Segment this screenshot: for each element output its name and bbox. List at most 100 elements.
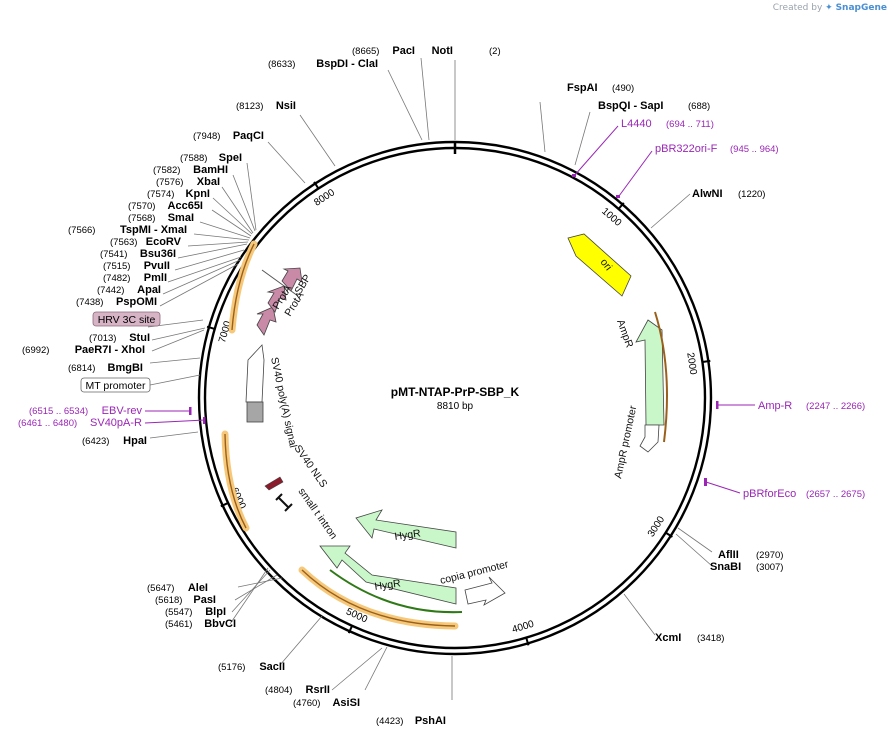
site-smai-pos: (7568) (128, 213, 155, 224)
tick-mark-7000 (206, 325, 216, 330)
prota-feature-2 (266, 285, 287, 313)
site-bmgbi-pos: (6814) (68, 363, 95, 374)
primer-pbrforeco-name: pBRforEco (743, 488, 796, 500)
primer-labels: L4440 (694 .. 711) pBR322ori-F (945 .. 9… (18, 118, 865, 500)
site-ecorv-pos: (7563) (110, 237, 137, 248)
site-fspai-name: FspAI (567, 82, 598, 94)
site-sacii-name: SacII (259, 661, 285, 673)
sv40-polya-signal-feature (245, 344, 265, 403)
site-xcmi-name: XcmI (655, 632, 681, 644)
hygr-orf-arrow (329, 569, 463, 614)
tick-mark-5000 (347, 625, 353, 634)
site-spei-pos: (7588) (180, 153, 207, 164)
primer-pbr322ori-f-range: (945 .. 964) (730, 144, 779, 155)
sbp-feature (281, 267, 303, 292)
primer-amp-r-name: Amp-R (758, 400, 792, 412)
ampr-label: AmpR (614, 318, 635, 350)
small-t-intron-label: small t intron (296, 486, 340, 542)
site-bspdi-clai-pos: (8633) (268, 59, 295, 70)
site-paci-name: PacI (392, 45, 415, 57)
site-pshai-name: PshAI (415, 715, 446, 727)
restriction-sites: NotI (2) FspAI (490) BspQI - SapI (688) … (22, 45, 783, 727)
pbr322ori-f-mark (616, 195, 620, 198)
site-asisi-name: AsiSI (332, 697, 360, 709)
ori-feature (567, 233, 632, 297)
snapgene-brand-name: SnapGene (835, 3, 887, 13)
tick-label-2000: 2000 (684, 352, 698, 376)
ampr-promoter-label: AmpR promoter (612, 404, 639, 479)
site-paqci-pos: (7948) (193, 131, 220, 142)
site-nsii-name: NsiI (276, 100, 296, 112)
hrv-3c-site-box (92, 311, 161, 327)
site-bspqi-sapi-pos: (688) (688, 101, 710, 112)
l4440-mark (572, 174, 576, 177)
site-xbai-name: XbaI (197, 176, 220, 188)
amp-r-mark (716, 401, 719, 409)
site-blpi-pos: (5547) (165, 607, 192, 618)
site-tspmi-xmai-pos: (7566) (68, 225, 95, 236)
site-hpai-pos: (6423) (82, 436, 109, 447)
boxed-feature-labels: HRV 3C site MT promoter (80, 311, 161, 393)
hygr-upper-label: HygR (394, 527, 422, 543)
site-fspai-pos: (490) (612, 83, 634, 94)
plasmid-backbone (197, 140, 713, 656)
pbr322ori-f-connector (618, 150, 653, 197)
primer-ebv-rev-range: (6515 .. 6534) (29, 406, 88, 417)
site-apai-pos: (7442) (97, 285, 124, 296)
pbrforeco-mark (704, 478, 707, 486)
primer-connectors (144, 125, 755, 494)
primer-marks (189, 174, 719, 486)
prota-feature-1 (256, 306, 277, 336)
site-stui-pos: (7013) (89, 333, 116, 344)
primer-l4440-range: (694 .. 711) (666, 119, 714, 130)
plasmid-length: 8810 bp (437, 401, 474, 412)
site-smai-name: SmaI (168, 212, 194, 224)
site-bsu36i-name: Bsu36I (140, 248, 176, 260)
site-pvuii-name: PvuII (144, 260, 170, 272)
site-paer7i-xhoi-name: PaeR7I - XhoI (75, 344, 145, 356)
mt-promoter-box (80, 377, 151, 393)
site-nsii-pos: (8123) (236, 101, 263, 112)
leader-lines (147, 57, 713, 700)
site-stui-name: StuI (129, 332, 150, 344)
hrv-3c-site-mark (261, 269, 299, 297)
primer-l4440-name: L4440 (621, 118, 652, 130)
created-by-text: Created by (772, 3, 823, 13)
hygr-feature-lower (319, 545, 457, 605)
site-spei-name: SpeI (219, 152, 242, 164)
tick-mark-6000 (220, 502, 229, 508)
pbrforeco-connector (705, 481, 741, 494)
small-t-intron-feature (275, 493, 293, 512)
sv40-polya-label: SV40 poly(A) signal (268, 356, 299, 449)
site-bbvci-pos: (5461) (165, 619, 192, 630)
tick-label-4000: 4000 (511, 619, 536, 636)
tick-mark-2000 (702, 359, 711, 364)
hrv-3c-site-label: HRV 3C site (98, 314, 156, 326)
site-alei-name: AleI (188, 582, 208, 594)
site-tspmi-xmai-name: TspMI - XmaI (120, 224, 187, 236)
ebv-rev-mark (189, 407, 192, 415)
site-hpai-name: HpaI (123, 435, 147, 447)
site-snabi-pos: (3007) (756, 562, 783, 573)
primer-ebv-rev-name: EBV-rev (102, 405, 143, 417)
site-pspomi-name: PspOMI (116, 296, 157, 308)
site-pasi-name: PasI (193, 594, 216, 606)
ampr-feature (635, 319, 665, 426)
ampr-promoter-feature (639, 424, 660, 453)
site-alwni-pos: (1220) (738, 189, 765, 200)
site-xbai-pos: (7576) (156, 177, 183, 188)
site-pshai-pos: (4423) (376, 716, 403, 727)
tick-mark-8000 (313, 181, 320, 190)
snapgene-branding: Created by ✦ SnapGene (773, 3, 887, 13)
l4440-connector (573, 125, 619, 177)
orf-highlights (221, 240, 459, 630)
sv40-nls-feature (264, 476, 284, 491)
site-notI-name: NotI (432, 45, 453, 57)
site-aflii-name: AflII (718, 549, 739, 561)
primer-sv40pa-r-name: SV40pA-R (90, 417, 142, 429)
site-pspomi-pos: (7438) (76, 297, 103, 308)
site-paer7i-xhoi-pos: (6992) (22, 345, 49, 356)
site-bspqi-sapi-name: BspQI - SapI (598, 100, 663, 112)
site-blpi-name: BlpI (205, 606, 226, 618)
site-aflii-pos: (2970) (756, 550, 783, 561)
